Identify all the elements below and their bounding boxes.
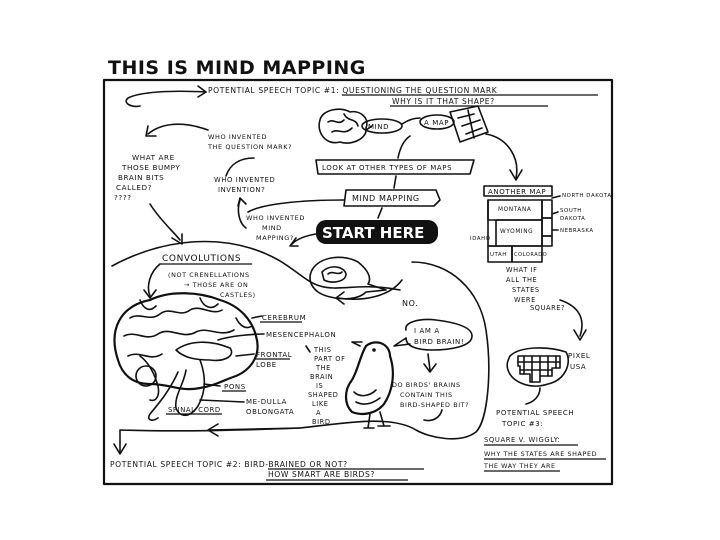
arrow-topic1-left: [126, 91, 206, 106]
connector-3: [398, 136, 410, 158]
no-label: NO.: [402, 299, 418, 308]
frontal-lobe-label: FRONTAL LOBE: [256, 351, 295, 369]
topic-3-line-4: WHY THE STATES ARE SHAPED: [484, 450, 597, 458]
who-invention: WHO INVENTED INVENTION?: [214, 176, 278, 194]
connector-2: [402, 118, 420, 124]
topic-3-line-3: SQUARE V. WIGGLY:: [484, 436, 560, 444]
arrow-to-topic3: [526, 388, 540, 404]
map-doodle: [450, 106, 488, 142]
small-brain-doodle: [319, 109, 367, 143]
connector: [236, 354, 254, 356]
background-wave: [112, 242, 400, 290]
arrow-bumpy: [150, 204, 180, 240]
idaho-label: IDAHO: [470, 236, 491, 242]
mind-label: MIND: [368, 123, 389, 131]
standing-bird-illustration: [346, 342, 393, 428]
connector-4: [394, 176, 396, 188]
mind-mapping-label: MIND MAPPING: [352, 194, 420, 203]
look-label: LOOK AT OTHER TYPES OF MAPS: [322, 164, 452, 172]
birds-brains-question: DO BIRDS' BRAINS CONTAIN THIS BIRD-SHAPE…: [392, 381, 469, 409]
topic-2-line-2: HOW SMART ARE BIRDS?: [268, 470, 375, 479]
start-here-label: START HERE: [322, 224, 424, 242]
medulla-label: ME-DULLA OBLONGATA: [246, 398, 294, 416]
connector: [306, 346, 310, 352]
colorado-label: COLORADO: [514, 252, 547, 258]
pixel-usa-label: PIXEL USA: [568, 352, 593, 371]
mesencephalon-label: MESENCEPHALON: [266, 331, 336, 339]
topic-1-line-1: POTENTIAL SPEECH TOPIC #1: QUESTIONING T…: [208, 86, 498, 95]
nebraska-label: NEBRASKA: [560, 228, 594, 234]
connector-5: [378, 208, 382, 218]
bird-brain-quote: I AM A BIRD BRAIN!: [414, 327, 464, 346]
another-map-label: ANOTHER MAP: [488, 188, 546, 196]
topic-3-line-5: THE WAY THEY ARE: [483, 462, 556, 470]
arrow-mm: [248, 200, 344, 212]
topic-1-line-2: WHY IS IT THAT SHAPE?: [392, 97, 495, 106]
pixel-usa-map: [507, 348, 568, 386]
utah-label: UTAH: [490, 252, 507, 258]
arrow-no: [338, 280, 402, 299]
wyoming-label: WYOMING: [500, 229, 533, 235]
arrow-qm: [148, 124, 208, 134]
what-if-question: WHAT IF ALL THE STATES WERE SQUARE?: [506, 266, 565, 312]
another-map: ANOTHER MAP MONTANA WYOMING IDAHO UTAH C…: [470, 186, 612, 262]
north-dakota-label: NORTH DAKOTA: [562, 193, 612, 199]
bird-shaped-part: THIS PART OF THE BRAIN IS SHAPED LIKE A …: [308, 346, 348, 426]
topic-3: POTENTIAL SPEECH TOPIC #3: SQUARE V. WIG…: [483, 409, 606, 471]
arrow-mm-2: [238, 200, 246, 228]
who-mm: WHO INVENTED MIND MAPPING?: [246, 214, 308, 242]
south-dakota-label: SOUTH DAKOTA: [560, 208, 585, 222]
pons-label: PONS: [224, 383, 246, 391]
who-qm: WHO INVENTED THE QUESTION MARK?: [207, 133, 292, 151]
montana-label: MONTANA: [498, 207, 531, 213]
connector: [428, 354, 430, 370]
spinal-cord-label: SPINAL CORD: [168, 406, 221, 414]
connector: [200, 400, 244, 402]
convolutions-label: CONVOLUTIONS: [162, 254, 241, 264]
page-title: THIS IS MIND MAPPING: [108, 57, 366, 79]
connector: [252, 316, 262, 318]
arrow-inv: [226, 158, 254, 176]
a-map-label: A MAP: [424, 119, 449, 127]
topic-1: POTENTIAL SPEECH TOPIC #1: QUESTIONING T…: [208, 86, 598, 106]
bird-head-doodle: [310, 257, 386, 298]
cerebrum-label: CEREBRUM: [262, 314, 306, 322]
connector: [424, 410, 442, 421]
topic-3-heading: POTENTIAL SPEECH TOPIC #3:: [496, 409, 577, 428]
arrow-to-another-map: [486, 134, 517, 178]
topic-2: POTENTIAL SPEECH TOPIC #2: BIRD-BRAINED …: [110, 460, 424, 480]
crenellations: (NOT CRENELLATIONS → THOSE ARE ON CASTLE…: [168, 271, 256, 299]
topic-2-line-1: POTENTIAL SPEECH TOPIC #2: BIRD-BRAINED …: [110, 460, 348, 469]
bumpy-question: WHAT ARE THOSE BUMPY BRAIN BITS CALLED? …: [114, 153, 183, 202]
